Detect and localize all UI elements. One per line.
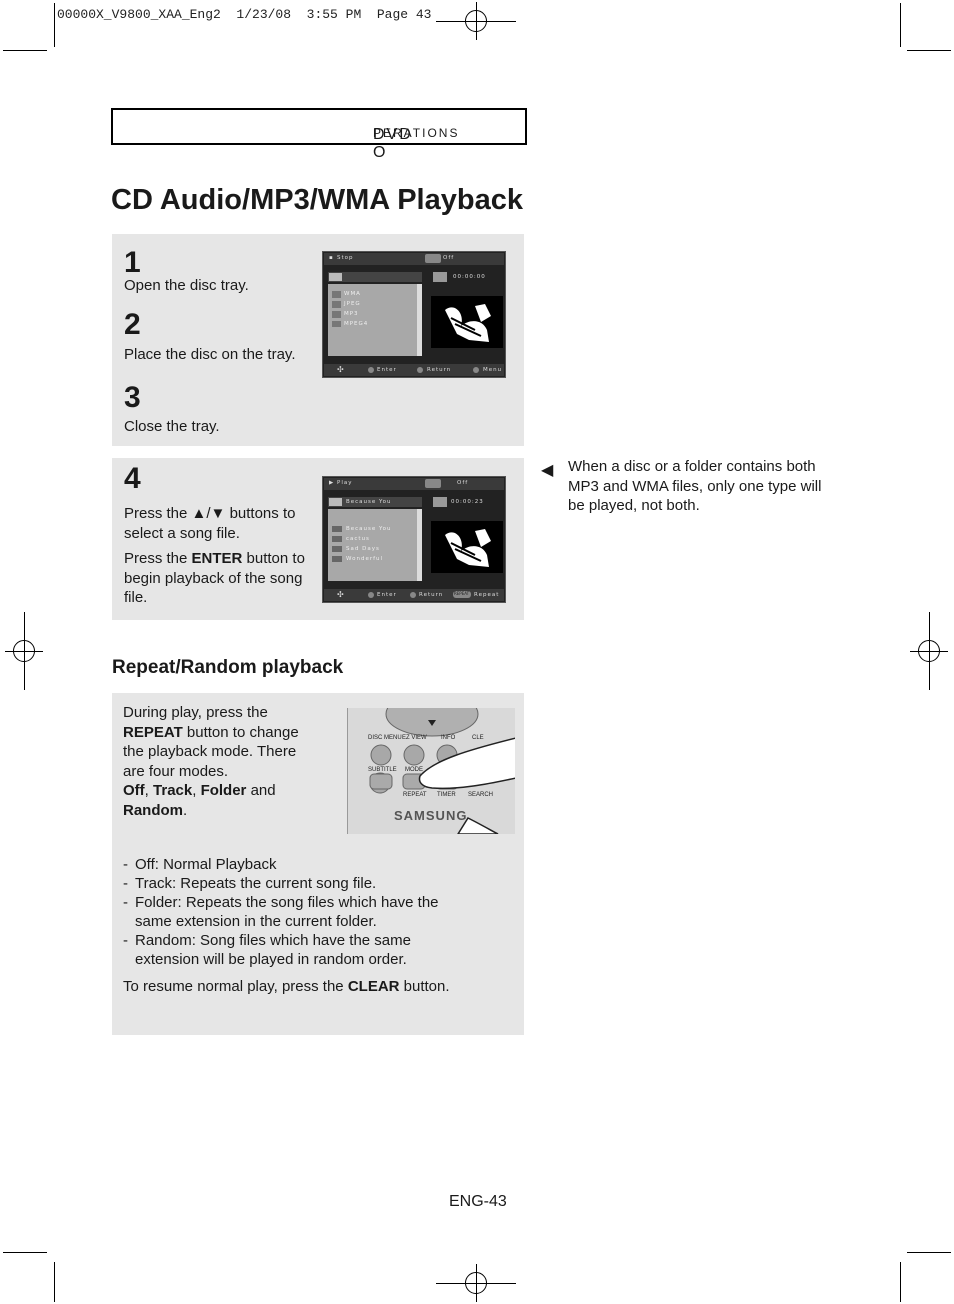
- remote-control-illustration: DISC MENU EZ VIEW INFO CLE SUBTITLE MODE…: [347, 708, 515, 834]
- step-text: Place the disc on the tray.: [124, 346, 296, 363]
- crop-mark: [900, 1262, 901, 1302]
- repeat-badge: REPEAT: [453, 591, 471, 598]
- crop-mark: [900, 3, 901, 47]
- step-text: Press the ▲/▼ buttons to select a song f…: [124, 505, 296, 542]
- list-item: -Folder: Repeats the song files which ha…: [123, 894, 439, 930]
- osd-screen-play: ▶ Play Off Because You Because You cactu…: [322, 476, 506, 603]
- list-item: Because You: [346, 526, 392, 532]
- album-art-image: [445, 529, 491, 567]
- steps-1-3-panel: 1 Open the disc tray. 2 Place the disc o…: [112, 234, 524, 446]
- crop-mark: [54, 3, 55, 47]
- repeat-icon: [425, 254, 441, 263]
- step-number: 4: [124, 462, 141, 495]
- remote-label: EZ VIEW: [402, 735, 427, 741]
- list-item: MPEG4: [344, 321, 369, 327]
- remote-label: SUBTITLE: [368, 767, 397, 773]
- samsung-logo: SAMSUNG: [394, 808, 468, 823]
- remote-label: CLE: [472, 735, 484, 741]
- current-track: Because You: [346, 499, 392, 505]
- status-bar: [324, 478, 504, 490]
- list-item: MP3: [344, 311, 359, 317]
- list-item: -Off: Normal Playback: [123, 856, 277, 873]
- page-title: CD Audio/MP3/WMA Playback: [111, 184, 523, 216]
- time-display: 00:00:23: [451, 499, 484, 505]
- status-icon: ▪: [329, 255, 334, 261]
- step-4-panel: 4 Press the ▲/▼ buttons to select a song…: [112, 458, 524, 620]
- section-subtitle: Repeat/Random playback: [112, 657, 344, 678]
- remote-label: MODE: [405, 767, 423, 773]
- disc-icon: [433, 272, 447, 282]
- nav-icon: ✣: [337, 365, 345, 374]
- enter-button: Enter: [377, 592, 397, 598]
- remote-label: INFO: [441, 735, 456, 741]
- step-text: Open the disc tray.: [124, 277, 249, 294]
- section-header-small: PERATIONS: [373, 126, 460, 140]
- scrollbar: [417, 509, 422, 581]
- play-icon: ▶: [329, 480, 335, 486]
- registration-mark-icon: [5, 632, 43, 670]
- scrollbar: [417, 284, 422, 356]
- repeat-icon: [425, 479, 441, 488]
- status-text: Stop: [337, 255, 354, 261]
- step-number: 2: [124, 308, 141, 341]
- menu-button: Menu: [483, 367, 503, 373]
- status-text: Play: [337, 480, 353, 486]
- mode-list: -Off: Normal Playback -Track: Repeats th…: [123, 855, 439, 969]
- repeat-intro: During play, press the REPEAT button to …: [123, 704, 299, 819]
- resume-instruction: To resume normal play, press the CLEAR b…: [123, 978, 450, 995]
- osd-screen-stop: Stop ▪ Off WMA JPEG MP3 MPEG4 00:00:00 ✣…: [322, 251, 506, 378]
- enter-button: Enter: [377, 367, 397, 373]
- step-text: Close the tray.: [124, 418, 220, 435]
- list-item: cactus: [346, 536, 370, 542]
- repeat-mode: Off: [457, 480, 469, 486]
- registration-mark-icon: [457, 1264, 495, 1302]
- list-item: Wonderful: [346, 556, 384, 562]
- list-item: Sad Days: [346, 546, 380, 552]
- enter-keyword: ENTER: [191, 550, 243, 567]
- return-button: Return: [419, 592, 444, 598]
- time-display: 00:00:00: [453, 274, 486, 280]
- list-item: WMA: [344, 291, 361, 297]
- step-number: 3: [124, 381, 141, 414]
- crop-mark: [907, 50, 951, 51]
- folder-icon: [329, 273, 342, 281]
- file-list: WMA JPEG MP3 MPEG4: [328, 284, 422, 356]
- list-item: -Track: Repeats the current song file.: [123, 875, 377, 892]
- return-button: Return: [427, 367, 452, 373]
- list-item: JPEG: [344, 301, 361, 307]
- side-note: When a disc or a folder contains both MP…: [568, 458, 822, 514]
- album-art: [431, 521, 503, 573]
- crop-mark: [54, 1262, 55, 1302]
- nav-icon: ✣: [337, 590, 345, 599]
- remote-label: DISC MENU: [368, 735, 402, 741]
- section-header-big: DVD O: [373, 126, 413, 161]
- remote-label: REPEAT: [403, 792, 427, 798]
- remote-label: SEARCH: [468, 792, 494, 798]
- disc-icon: [433, 497, 447, 507]
- crop-mark: [907, 1252, 951, 1253]
- album-art-image: [445, 304, 491, 342]
- folder-icon: [329, 498, 342, 506]
- note-arrow-icon: ◀: [541, 462, 554, 479]
- file-list: Because You cactus Sad Days Wonderful: [328, 509, 422, 581]
- repeat-mode: Off: [443, 255, 455, 261]
- remote-control-image: [348, 708, 515, 834]
- page-number: ENG-43: [449, 1193, 507, 1210]
- print-slug: 00000X_V9800_XAA_Eng2 1/23/08 3:55 PM Pa…: [57, 7, 432, 22]
- crop-mark: [3, 50, 47, 51]
- up-down-arrows: ▲/▼: [191, 505, 226, 522]
- step-text: Press the ENTER button to begin playback…: [124, 550, 305, 606]
- registration-mark-icon: [457, 2, 495, 40]
- crop-mark: [3, 1252, 47, 1253]
- album-art: [431, 296, 503, 348]
- step-number: 1: [124, 246, 141, 279]
- remote-label: TIMER: [437, 792, 456, 798]
- repeat-button: Repeat: [474, 592, 500, 598]
- registration-mark-icon: [910, 632, 948, 670]
- status-bar: [324, 253, 504, 265]
